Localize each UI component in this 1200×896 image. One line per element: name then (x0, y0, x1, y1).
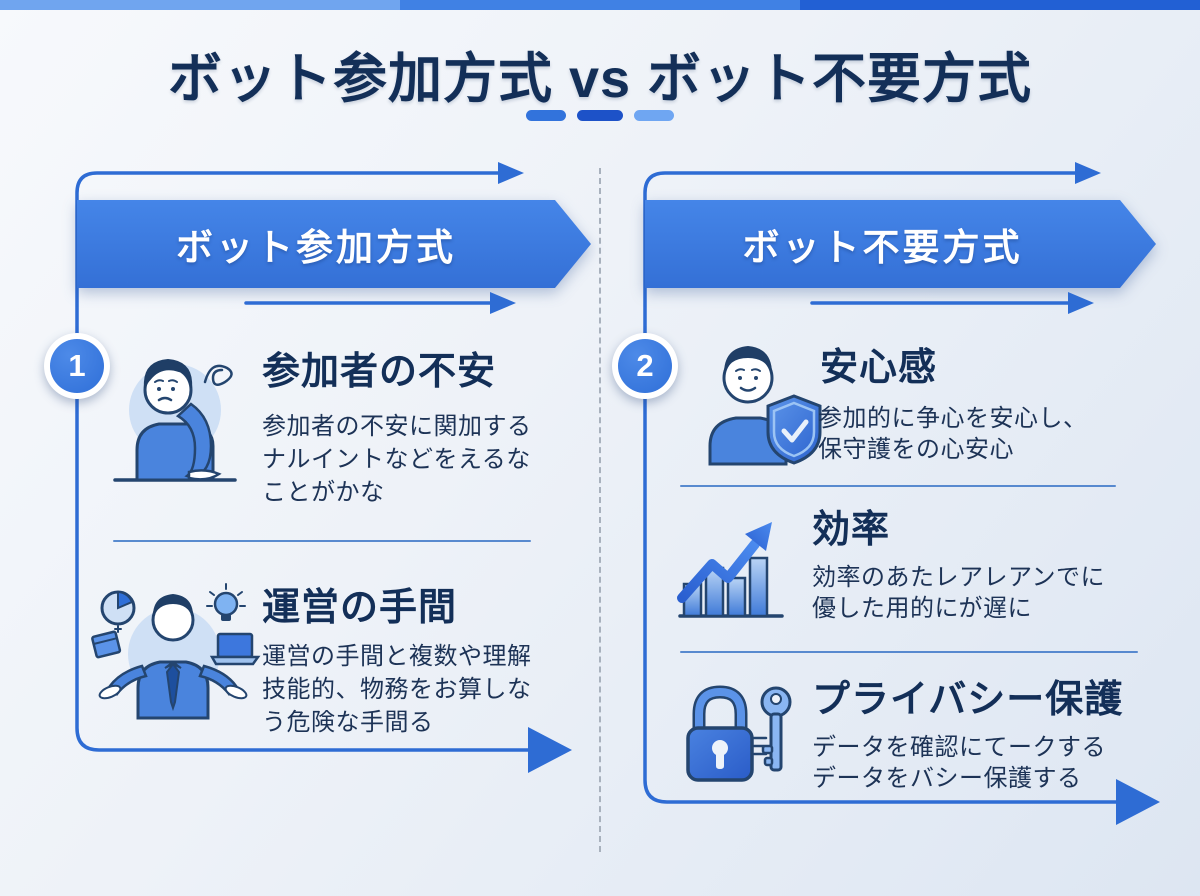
right-eyebrow (168, 379, 178, 383)
left-section2-body: 運営の手間と複数や理解 技能的、物務をお算しな う危険な手間る (262, 643, 532, 736)
person-shield-illustration (708, 346, 822, 466)
right-section-divider-2 (680, 651, 1138, 653)
left-hand (98, 684, 122, 700)
left-section2-title: 運営の手間 (262, 587, 458, 629)
right-top-arrow-icon (1075, 162, 1101, 184)
right-section2-title: 効率 (812, 509, 891, 551)
smile-mouth (739, 386, 757, 392)
worried-person-illustration (113, 358, 237, 482)
right-badge-number: 2 (618, 339, 672, 393)
right-hand (224, 684, 248, 700)
top-bar-segment-light (0, 0, 400, 10)
left-number-badge: 1 (44, 333, 110, 399)
right-banner-ribbon (645, 200, 1156, 288)
column-divider (599, 168, 601, 852)
eyebrows (735, 368, 761, 372)
right-number-badge: 2 (612, 333, 678, 399)
raised-arm (175, 402, 213, 480)
right-card-frame (643, 162, 1160, 825)
shield-check-icon (766, 394, 822, 465)
left-section-divider (113, 540, 531, 542)
hair (152, 594, 194, 618)
left-card-frame (75, 162, 591, 773)
right-bottom-arrow-icon (1116, 779, 1160, 825)
right-eye (754, 376, 758, 380)
box-icon (91, 630, 122, 659)
sparkle-icon (114, 625, 122, 633)
key-icon (760, 686, 792, 772)
left-section1-body: 参加者の不安に関加する ナルイントなどをえるな ことがかな (262, 413, 532, 506)
right-section1-body: 参加的に争心を安心し、 保守護をの心安心 (818, 405, 1088, 463)
right-section3-title: プライバシー保護 (812, 679, 1124, 721)
right-card-outline (643, 171, 1118, 804)
bar-3 (726, 576, 747, 618)
left-top-arrow-icon (498, 162, 524, 184)
right-banner-label: ボット不要方式 (742, 227, 1023, 268)
growth-chart-icon (677, 522, 784, 618)
page-title: ボット参加方式 vs ボット不要方式 (167, 49, 1033, 109)
title-underline-dashes (0, 110, 1200, 121)
left-card-outline (75, 171, 530, 752)
resting-hand (187, 469, 222, 481)
top-accent-bar (0, 0, 1200, 10)
growth-arrow-icon (677, 522, 772, 603)
left-banner-label: ボット参加方式 (176, 227, 456, 268)
right-section1-title: 安心感 (820, 347, 938, 389)
lightbulb-icon (206, 583, 246, 621)
title-dash-light (634, 110, 674, 121)
right-sub-arrow-icon (1068, 292, 1094, 314)
hair (143, 358, 193, 389)
left-eye (738, 376, 742, 380)
right-eye (171, 387, 175, 391)
stress-spiral-icon (203, 364, 233, 386)
laptop-icon (209, 632, 261, 666)
top-bar-segment-medium (400, 0, 800, 10)
left-eyebrow (154, 379, 164, 383)
title-dash-medium (526, 110, 566, 121)
top-bar-segment-dark (800, 0, 1200, 10)
lock-key-icon (686, 685, 792, 782)
right-section-divider-1 (680, 485, 1116, 487)
frown-mouth (157, 396, 173, 402)
left-badge-number: 1 (50, 339, 104, 393)
left-section1-title: 参加者の不安 (262, 351, 497, 393)
left-bottom-arrow-icon (528, 727, 572, 773)
left-banner-ribbon (77, 200, 591, 288)
right-section3-body: データを確認にてークする データをバシー保護する (812, 734, 1106, 792)
left-eye (157, 387, 161, 391)
padlock-icon (686, 685, 754, 782)
pie-chart-icon (100, 590, 136, 626)
hair (723, 346, 773, 376)
tie (165, 662, 181, 712)
title-dash-dark (577, 110, 623, 121)
right-section2-body: 効率のあたレアレアンでに 優した用的にが遅に (812, 564, 1106, 622)
juggling-tasks-illustration (91, 583, 261, 720)
bar-4 (748, 556, 769, 618)
left-sub-arrow-icon (490, 292, 516, 314)
